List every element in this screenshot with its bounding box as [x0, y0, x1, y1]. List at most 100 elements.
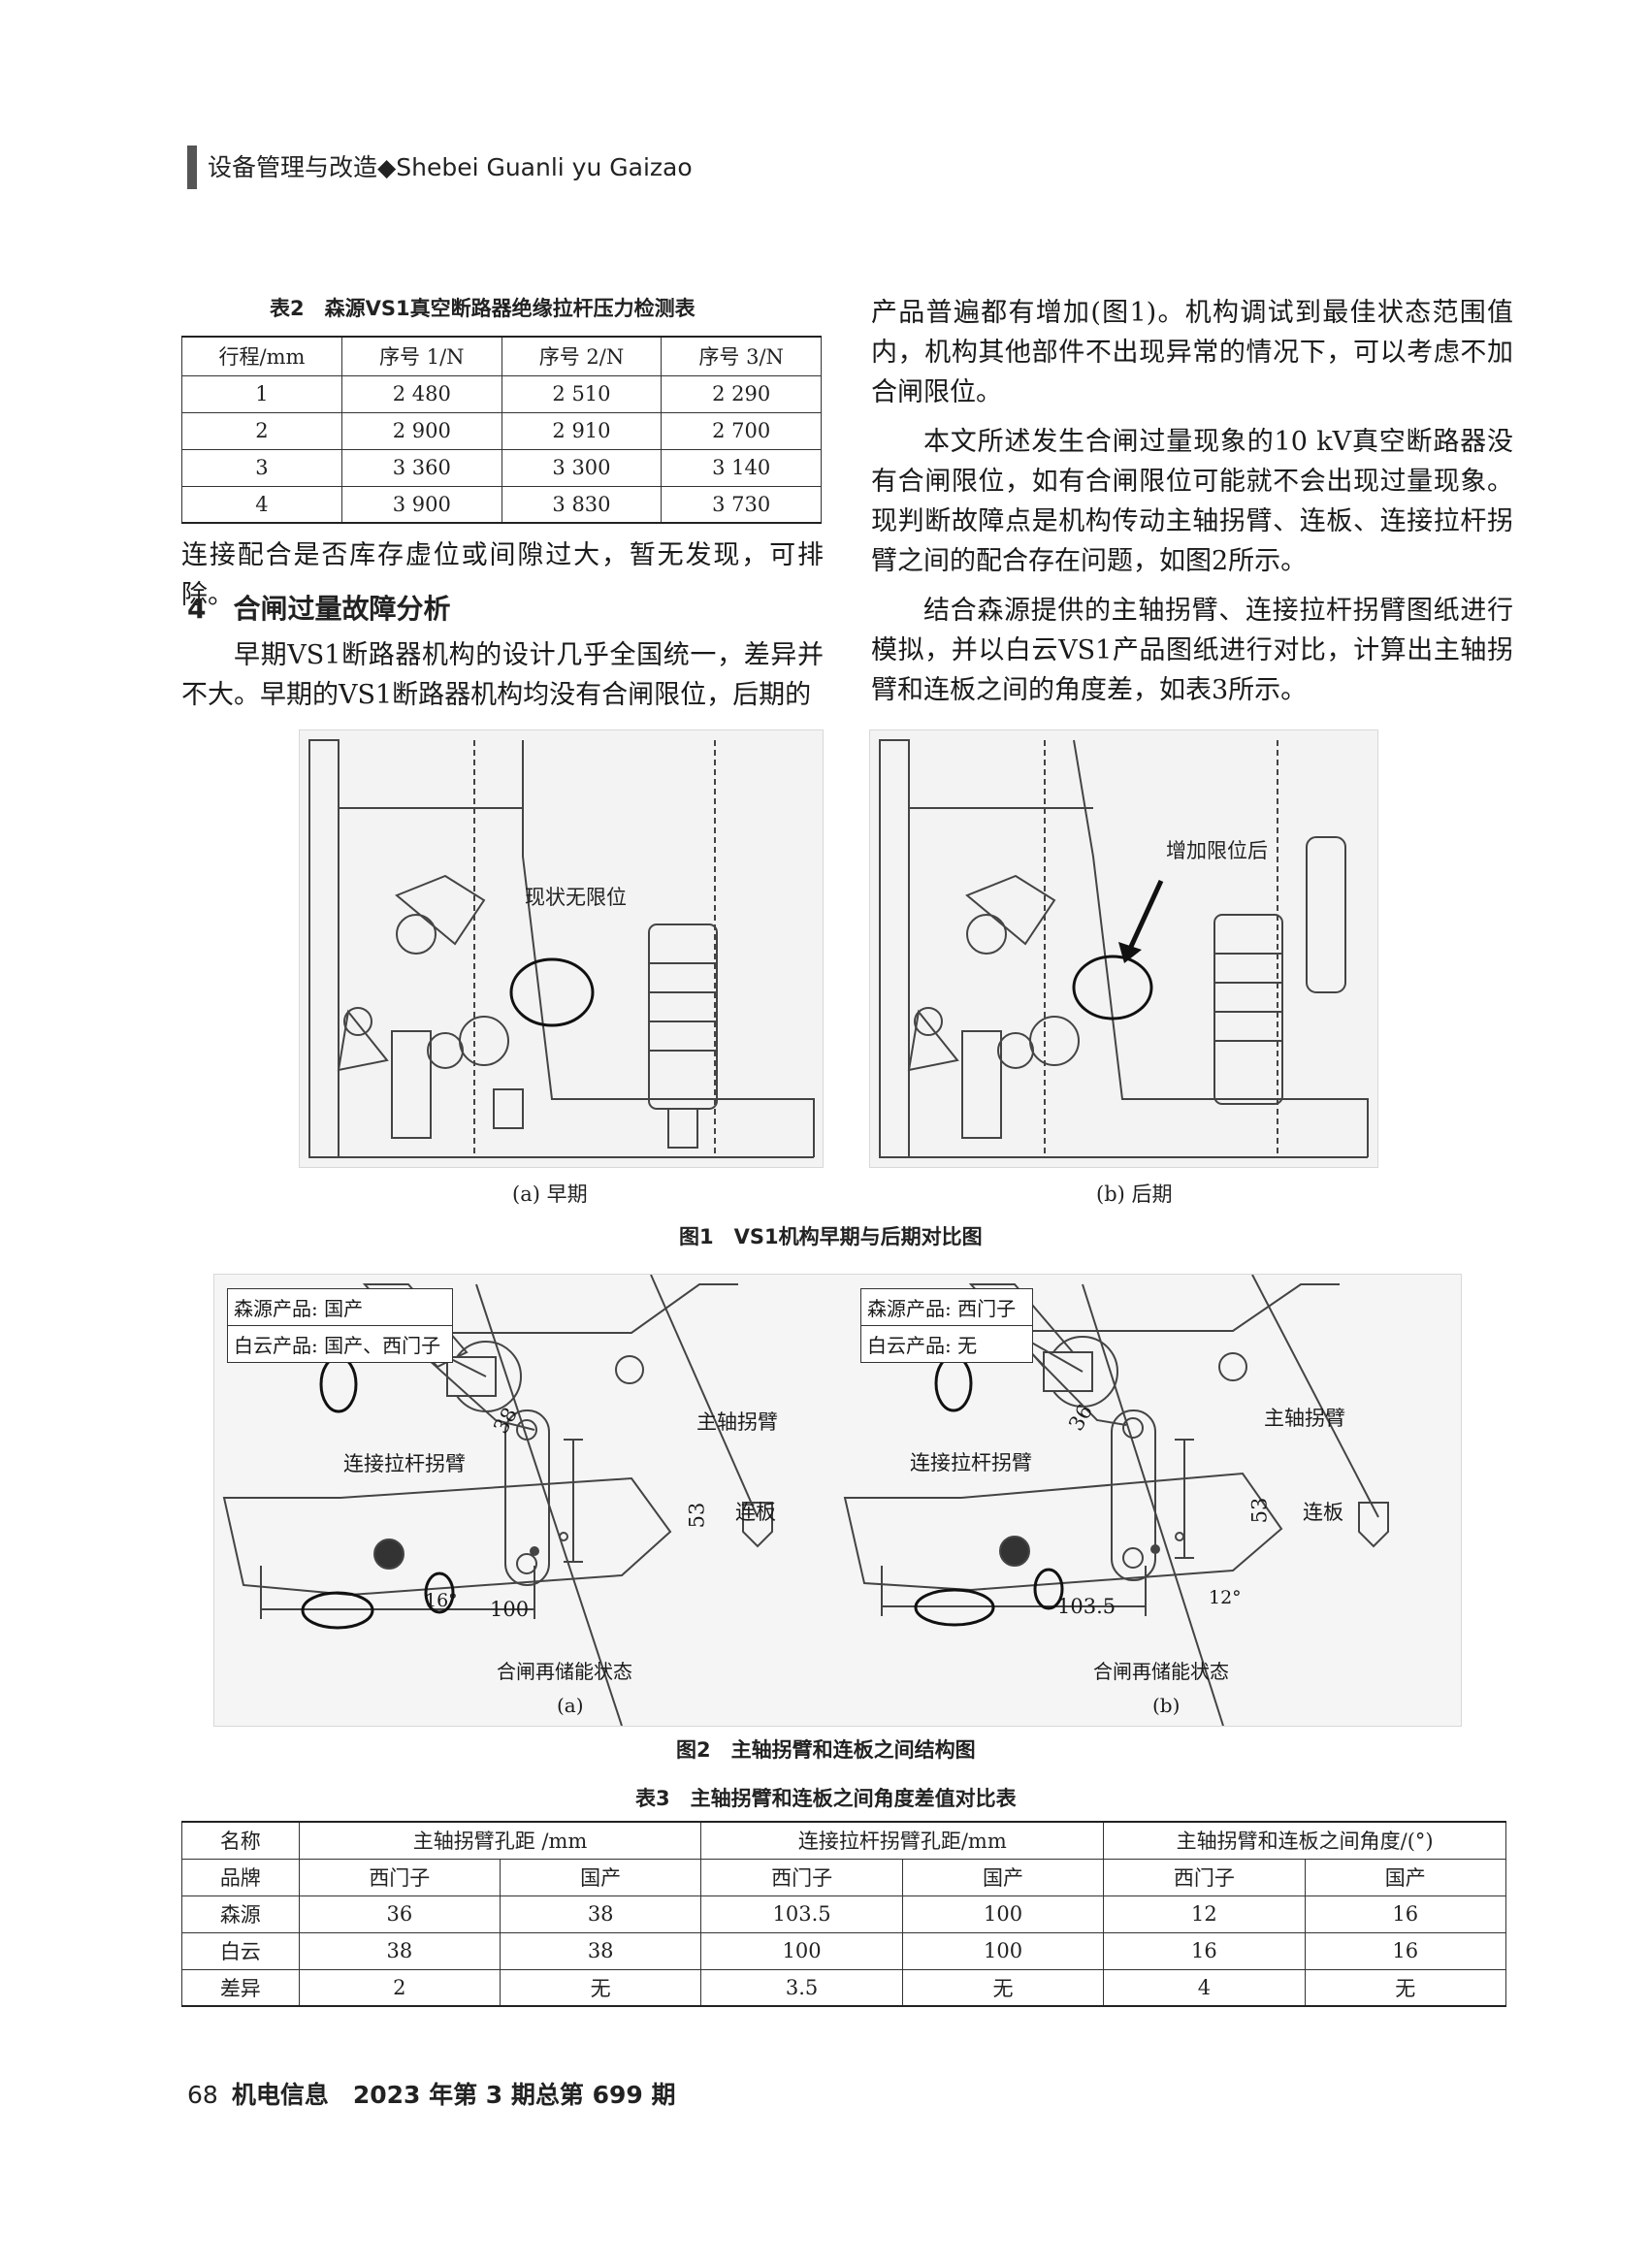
table2-cell: 2 700	[661, 411, 822, 450]
table2-cell: 2 290	[661, 374, 822, 413]
angle-b: 12°	[1209, 1587, 1242, 1608]
table3-cell: 无	[499, 1968, 702, 2007]
mechanism-drawing-late	[879, 739, 1369, 1158]
table2-cell: 3 140	[661, 448, 822, 487]
label-main-arm-a: 主轴拐臂	[696, 1410, 778, 1434]
figure1-panel-b: 增加限位后	[869, 729, 1378, 1168]
dim-rod-a: 100	[490, 1598, 530, 1621]
table3-cell: 白云	[181, 1931, 300, 1970]
mechanism-drawing-early	[308, 739, 815, 1158]
left-paragraph-2: 早期VS1断路器机构的设计几乎全国统一，差异并不大。早期的VS1断路器机构均没有…	[181, 640, 824, 710]
table2-cell: 3 360	[340, 448, 502, 487]
table-row: 2 2 900 2 910 2 700	[181, 411, 822, 450]
table3-cell: 无	[901, 1968, 1105, 2007]
table2-cell: 3 900	[340, 485, 502, 524]
table3-cell: 无	[1304, 1968, 1507, 2007]
figure1-panel-a: 现状无限位	[299, 729, 824, 1168]
table2-header-cell: 行程/mm	[181, 336, 342, 376]
linkage-drawing-b	[843, 1275, 1389, 1726]
table2-cell: 3 830	[501, 485, 663, 524]
figure2-sublabel-a: (a)	[557, 1694, 584, 1717]
figure1-sublabel-b: (b) 后期	[1096, 1183, 1173, 1206]
dim-rod-b: 103.5	[1057, 1595, 1116, 1618]
table3-header-cell: 连接拉杆拐臂孔距/mm	[700, 1821, 1105, 1860]
left-paragraph-1: 连接配合是否库存虚位或间隙过大，暂无发现，可排除。	[181, 540, 824, 610]
table-row: 品牌 西门子 国产 西门子 国产 西门子 国产	[181, 1858, 1507, 1896]
section-heading-4: 4 合闸过量故障分析	[187, 593, 451, 625]
table3-cell: 103.5	[700, 1895, 903, 1933]
state-label-a: 合闸再储能状态	[497, 1660, 632, 1683]
table-row: 白云 38 38 100 100 16 16	[181, 1931, 1507, 1970]
table-row: 1 2 480 2 510 2 290	[181, 374, 822, 413]
state-label-b: 合闸再储能状态	[1093, 1660, 1229, 1683]
table2-cell: 1	[181, 374, 342, 413]
label-rod-arm-b: 连接拉杆拐臂	[910, 1451, 1032, 1474]
label-rod-arm-a: 连接拉杆拐臂	[343, 1452, 466, 1475]
page-footer: 68 机电信息 2023 年第 3 期总第 699 期	[187, 2076, 676, 2111]
table2-header-cell: 序号 3/N	[661, 336, 822, 376]
journal-info: 机电信息 2023 年第 3 期总第 699 期	[231, 2081, 676, 2109]
label-link-b: 连板	[1303, 1501, 1343, 1524]
table3-cell: 38	[298, 1931, 501, 1970]
right-column: 产品普遍都有增加(图1)。机构调试到最佳状态范围值内，机构其他部件不出现异常的情…	[871, 293, 1513, 710]
table2-cell: 4	[181, 485, 342, 524]
table-row: 3 3 360 3 300 3 140	[181, 448, 822, 487]
table3-header-cell: 主轴拐臂孔距 /mm	[298, 1821, 702, 1860]
figure1-sublabel-a: (a) 早期	[512, 1183, 588, 1206]
header-accent-bar	[187, 146, 197, 189]
table3-caption: 表3 主轴拐臂和连板之间角度差值对比表	[635, 1787, 1017, 1810]
table-row: 差异 2 无 3.5 无 4 无	[181, 1968, 1507, 2007]
legend-line-senyuan: 森源产品: 西门子	[861, 1289, 1032, 1326]
dim-link-b: 53	[1247, 1497, 1272, 1524]
table3-cell: 国产	[901, 1858, 1105, 1896]
dim-link-a: 53	[685, 1502, 709, 1529]
legend-line-baiyun: 白云产品: 国产、西门子	[234, 1334, 441, 1357]
right-paragraph-2: 本文所述发生合闸过量现象的10 kV真空断路器没有合闸限位，如有合闸限位可能就不…	[871, 427, 1513, 576]
right-paragraph-3: 结合森源提供的主轴拐臂、连接拉杆拐臂图纸进行模拟，并以白云VS1产品图纸进行对比…	[871, 596, 1513, 705]
table3-cell: 差异	[181, 1968, 300, 2007]
table3-cell: 16	[1304, 1895, 1507, 1933]
figure2-caption: 图2 主轴拐臂和连板之间结构图	[676, 1738, 976, 1762]
page-number: 68	[187, 2081, 218, 2109]
table-row: 森源 36 38 103.5 100 12 16	[181, 1895, 1507, 1933]
table2-header-cell: 序号 1/N	[340, 336, 502, 376]
table3: 名称 主轴拐臂孔距 /mm 连接拉杆拐臂孔距/mm 主轴拐臂和连板之间角度/(°…	[181, 1821, 1507, 2007]
table3-header-cell: 主轴拐臂和连板之间角度/(°)	[1103, 1821, 1506, 1860]
table3-cell: 品牌	[181, 1858, 300, 1896]
label-link-a: 连板	[735, 1501, 776, 1524]
table3-cell: 12	[1103, 1895, 1306, 1933]
label-main-arm-b: 主轴拐臂	[1264, 1407, 1345, 1430]
table3-cell: 16	[1103, 1931, 1306, 1970]
table2: 行程/mm 序号 1/N 序号 2/N 序号 3/N 1 2 480 2 510…	[181, 336, 822, 524]
table2-cell: 2	[181, 411, 342, 450]
table3-cell: 38	[499, 1895, 702, 1933]
figure1-caption: 图1 VS1机构早期与后期对比图	[679, 1225, 983, 1248]
table2-cell: 2 900	[340, 411, 502, 450]
running-header: 设备管理与改造◆Shebei Guanli yu Gaizao	[208, 153, 693, 181]
annotation-with-limit: 增加限位后	[1166, 839, 1268, 862]
legend-line-baiyun: 白云产品: 无	[867, 1334, 978, 1357]
table3-header-cell: 名称	[181, 1821, 300, 1860]
table2-cell: 3 730	[661, 485, 822, 524]
table3-cell: 16	[1304, 1931, 1507, 1970]
table-row: 4 3 900 3 830 3 730	[181, 485, 822, 524]
table3-cell: 国产	[499, 1858, 702, 1896]
right-paragraph-1: 产品普遍都有增加(图1)。机构调试到最佳状态范围值内，机构其他部件不出现异常的情…	[871, 298, 1513, 407]
table2-cell: 2 480	[340, 374, 502, 413]
table3-cell: 36	[298, 1895, 501, 1933]
table2-caption: 表2 森源VS1真空断路器绝缘拉杆压力检测表	[270, 297, 696, 320]
figure2-sublabel-b: (b)	[1152, 1694, 1181, 1717]
table3-cell: 100	[901, 1895, 1105, 1933]
figure2-b-legend-box: 森源产品: 西门子 白云产品: 无	[860, 1288, 1033, 1363]
table2-cell: 2 910	[501, 411, 663, 450]
angle-a: 16°	[425, 1590, 458, 1611]
table3-cell: 国产	[1304, 1858, 1507, 1896]
table3-cell: 4	[1103, 1968, 1306, 2007]
table3-cell: 西门子	[1103, 1858, 1306, 1896]
table3-cell: 西门子	[700, 1858, 903, 1896]
table3-cell: 西门子	[298, 1858, 501, 1896]
table3-cell: 森源	[181, 1895, 300, 1933]
table3-cell: 100	[901, 1931, 1105, 1970]
table3-cell: 3.5	[700, 1968, 903, 2007]
table2-cell: 3	[181, 448, 342, 487]
